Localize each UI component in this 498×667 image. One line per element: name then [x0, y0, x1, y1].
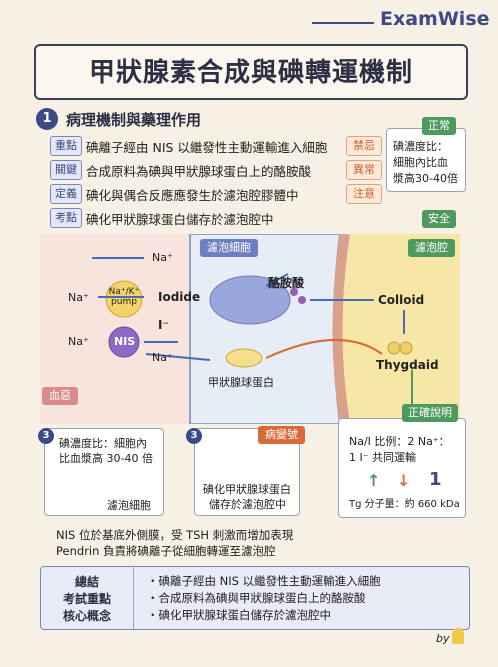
summary-labels: 總結 考試重點 核心概念: [41, 567, 134, 629]
tg-mass: Tg 分子量：約 660 kDa: [349, 499, 460, 510]
summary-box: 總結 考試重點 核心概念 ・碘離子經由 NIS 以繼發性主動運輸進入細胞 ・合成…: [40, 566, 470, 630]
count-one: 1: [429, 469, 442, 490]
safety-tag: 安全: [422, 210, 456, 228]
note-nis: NIS 位於基底外側膜，受 TSH 刺激而增加表現: [56, 528, 294, 542]
to-tyrosine-arrow: [265, 273, 289, 287]
follicular-lumen-region: [334, 234, 460, 424]
correct-line-2: 1 I⁻ 共同運輸: [349, 451, 417, 464]
nis-label: NIS: [114, 335, 136, 348]
pump-label: Na⁺/K⁺ pump: [108, 287, 140, 307]
summary-item-1: ・碘離子經由 NIS 以繼發性主動運輸進入細胞: [147, 574, 381, 588]
row-text-exam: 碘化甲狀腺球蛋白儲存於濾泡腔中: [86, 212, 274, 227]
follicular-lumen-label: 濾泡腔: [408, 239, 455, 257]
normal-line-1: 碘濃度比：: [393, 140, 448, 153]
pump-label-line-2: pump: [111, 297, 137, 307]
na-bottom-arrow: [145, 353, 211, 361]
na-k-pump: [105, 280, 143, 318]
thygdaid-dot-1: [387, 341, 401, 355]
brand-name: ExamWise: [380, 8, 490, 30]
brand-header: ExamWise: [306, 2, 496, 38]
row-tag-definition: 定義: [50, 184, 82, 204]
row-tag-exam: 考點: [50, 208, 82, 228]
down-arrow-icon: ↓: [397, 471, 411, 490]
cell-membrane-apical: [332, 234, 350, 424]
blood-label: 血惡: [42, 387, 78, 405]
thyroglobulin-to-lumen-arrow: [265, 339, 383, 359]
section-title: 病理機制與藥理作用: [66, 111, 202, 129]
side-tag-contraindication: 禁忌: [346, 136, 382, 156]
row-tag-keypoint: 重點: [50, 136, 82, 156]
row-text-keypoint: 碘離子經由 NIS 以繼發性主動運輸進入細胞: [86, 140, 328, 155]
row-text-definition: 碘化與偶合反應應發生於濾泡腔膠體中: [86, 188, 299, 203]
normal-line-3: 漿高30-40倍: [393, 172, 458, 185]
summary-label-3: 核心概念: [62, 609, 111, 623]
storage-line-2: 儲存於濾泡腔中: [209, 498, 286, 511]
na-left-label-2: Na⁺: [68, 335, 89, 348]
title-banner: 甲狀腺素合成與碘轉運機制: [34, 44, 468, 100]
colloid-label: Colloid: [378, 293, 425, 307]
thyroglobulin-label: 甲狀腺球蛋白: [208, 376, 274, 389]
normal-value-text: 碘濃度比： 細胞內比血 漿高30-40倍: [393, 139, 463, 187]
storage-line-1: 碘化甲狀腺球蛋白: [203, 483, 291, 496]
tyrosine-label: 酪胺酸: [268, 276, 305, 290]
nis-transporter: [108, 326, 140, 358]
concentration-line-1: 碘濃度比：細胞內: [59, 437, 147, 450]
diagram-illustration: [40, 234, 460, 424]
box1-cell-label: 濾泡細胞: [107, 499, 151, 512]
normal-line-2: 細胞內比血: [393, 156, 448, 169]
side-tag-caution: 注意: [346, 184, 382, 204]
signature: by: [436, 632, 450, 645]
correct-explanation-box: Na/I 比例：2 Na⁺： 1 I⁻ 共同運輸 ↑ ↓ 1 Tg 分子量：約 …: [338, 418, 466, 518]
i-minus-label: I⁻: [158, 318, 169, 332]
summary-label-2: 考試重點: [62, 592, 111, 606]
pump-label-line-1: Na⁺/K⁺: [108, 287, 140, 297]
thyroglobulin-blob: [225, 348, 263, 368]
tyrosine-dot-1: [290, 288, 298, 296]
up-arrow-icon: ↑: [367, 471, 381, 490]
page-title: 甲狀腺素合成與碘轉運機制: [88, 58, 413, 88]
summary-label-1: 總結: [74, 575, 99, 589]
iodide-transport-diagram: 濾泡細胞 濾泡腔 血惡 Na⁺ Na⁺ Na⁺ Na⁺ Na⁺/K⁺ pump …: [40, 234, 460, 424]
concentration-line-2: 比血漿高 30-40 倍: [59, 452, 153, 465]
nucleus: [209, 275, 291, 325]
follicular-cell-body: [189, 234, 342, 424]
summary-item-3: ・碘化甲狀腺球蛋白儲存於濾泡腔中: [147, 608, 331, 622]
normal-tag: 正常: [422, 117, 456, 135]
normal-value-box: 碘濃度比： 細胞內比血 漿高30-40倍: [386, 128, 466, 192]
row-tag-key: 關鍵: [50, 160, 82, 180]
summary-item-2: ・合成原料為碘與甲狀腺球蛋白上的酪胺酸: [147, 591, 366, 605]
box2-number: 3: [186, 428, 202, 444]
correct-tag: 正確說明: [402, 404, 458, 422]
section-number: 1: [36, 108, 58, 130]
concentration-box: 碘濃度比：細胞內 比血漿高 30-40 倍 濾泡細胞: [44, 428, 164, 516]
thygdaid-label: Thygdaid: [376, 358, 439, 372]
side-tag-abnormal: 異常: [346, 160, 382, 180]
na-bottom-label: Na⁺: [152, 351, 173, 364]
banana-icon: [452, 628, 464, 644]
box1-number: 3: [38, 428, 54, 444]
note-pendrin: Pendrin 負責將碘離子從細胞轉運至濾泡腔: [56, 544, 276, 558]
iodide-label: Iodide: [158, 290, 201, 304]
na-top-label: Na⁺: [152, 251, 173, 264]
lesion-tag: 病變號: [258, 426, 305, 444]
tyrosine-dot-2: [298, 296, 306, 304]
row-text-key: 合成原料為碘與甲狀腺球蛋白上的酪胺酸: [86, 164, 312, 179]
thygdaid-dot-2: [399, 341, 413, 355]
correct-line-1: Na/I 比例：2 Na⁺：: [349, 435, 450, 448]
follicular-cell-label: 濾泡細胞: [200, 239, 258, 257]
brand-rule: [312, 22, 374, 24]
na-left-label-1: Na⁺: [68, 291, 89, 304]
